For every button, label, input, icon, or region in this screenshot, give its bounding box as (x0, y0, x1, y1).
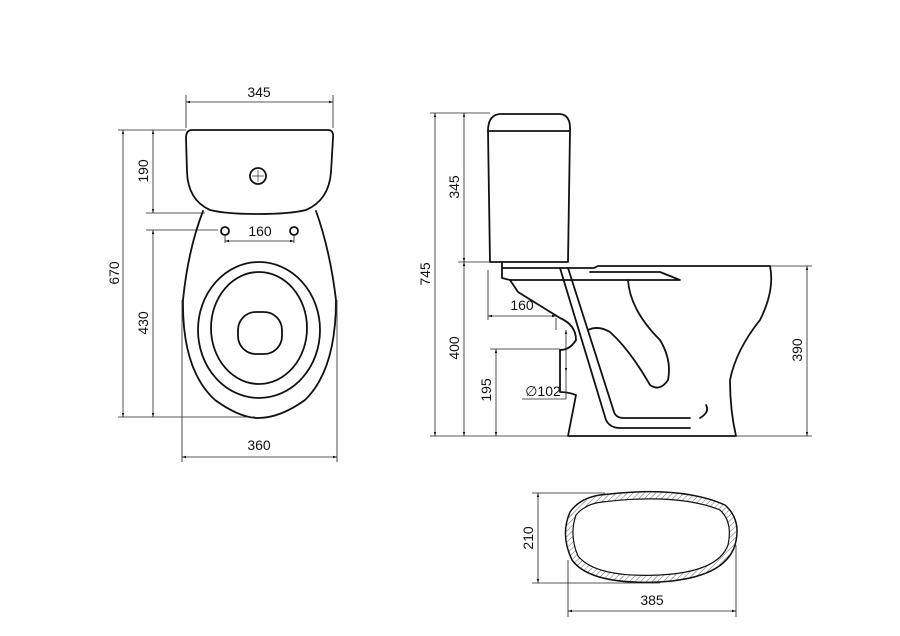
bolt-hole (220, 226, 230, 236)
dim-section-height: 210 (520, 526, 536, 550)
side-view: 745 345 400 195 160 ∅102 390 (417, 112, 812, 437)
dim-overall-depth: 670 (106, 261, 122, 285)
dim-tank-width: 345 (247, 84, 271, 100)
dim-overall-height: 745 (417, 262, 433, 286)
dim-bowl-depth: 430 (135, 311, 151, 335)
dim-bolt-spacing: 160 (248, 223, 272, 239)
seat-inner (210, 271, 308, 385)
dim-outlet-height: 195 (478, 378, 494, 402)
bowl-outline (182, 210, 337, 419)
dim-tank-height: 190 (135, 159, 151, 183)
tank-outline (185, 129, 335, 215)
trapway (559, 267, 691, 429)
dim-bowl-height: 390 (789, 338, 805, 362)
bolt-hole (289, 226, 299, 236)
bowl-opening (237, 311, 283, 355)
dim-seat-height: 400 (446, 336, 462, 360)
dim-outlet-offset: 160 (510, 297, 534, 313)
top-view: 345 670 190 430 160 360 (106, 84, 338, 462)
seat-outer (197, 261, 321, 399)
dim-bowl-width: 360 (247, 437, 271, 453)
section-inner (572, 498, 730, 576)
outlet-section: 210 385 (520, 490, 738, 617)
dim-section-width: 385 (640, 592, 664, 608)
dim-side-tank-height: 345 (446, 175, 462, 199)
dim-outlet-diameter: ∅102 (525, 383, 561, 399)
tank-side (487, 113, 571, 263)
flush-button-icon (249, 167, 267, 185)
